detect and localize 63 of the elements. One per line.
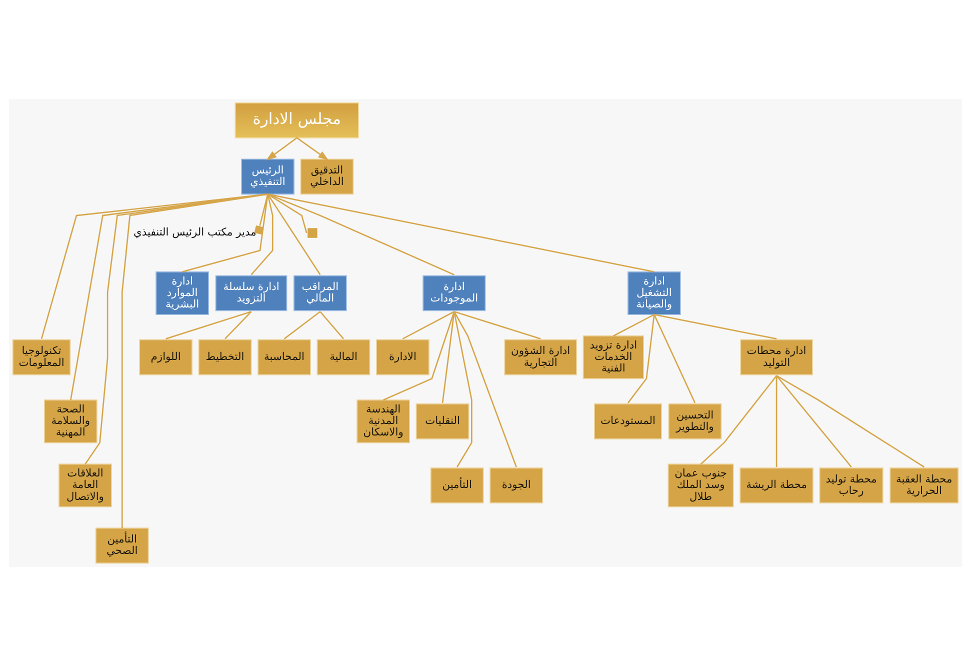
connector — [121, 193, 268, 528]
connector — [654, 314, 696, 404]
node-box — [308, 228, 318, 238]
connector — [250, 194, 274, 276]
node-box: الجودة — [490, 467, 544, 504]
node-box: ادارة التشغيل والصيانة — [628, 271, 681, 316]
node-box: المراقب المالي — [294, 275, 347, 312]
node-box: التدقيق الداخلي — [300, 158, 354, 195]
connector — [70, 193, 268, 400]
connector — [700, 375, 778, 465]
connector — [776, 375, 924, 468]
connector — [268, 194, 454, 276]
connector — [613, 314, 655, 337]
connector — [454, 311, 517, 468]
node-box: ادارة سلسلة التزويد — [215, 275, 288, 312]
node-box: اللوازم — [139, 339, 193, 376]
connector — [84, 193, 268, 464]
node-text: مدير مكتب الرئيس التنفيذي — [134, 226, 256, 239]
connector — [40, 193, 268, 340]
connector — [776, 375, 852, 468]
node-box: ادارة محطات التوليد — [740, 339, 813, 376]
node-box: الهندسة المدنية والاسكان — [356, 400, 410, 444]
connector — [627, 314, 655, 404]
connector — [267, 194, 321, 276]
node-box: ادارة الشؤون التجارية — [504, 339, 577, 376]
node-box: ادارة الموجودات — [422, 275, 486, 312]
connector — [224, 311, 252, 340]
node-box: العلاقات العامة والاتصال — [58, 464, 112, 508]
node-box: المحاسبة — [258, 339, 311, 376]
connector — [182, 194, 268, 272]
node-box: ادارة تزويد الخدمات الفنية — [582, 335, 644, 380]
node-box: جنوب عمان وسد الملك طلال — [668, 464, 734, 508]
node-box: التأمين الصحي — [95, 528, 149, 564]
connector — [402, 311, 454, 340]
connector — [654, 314, 777, 340]
connector — [254, 194, 268, 235]
connector — [383, 311, 455, 401]
node-box: الصحة والسلامة المهنية — [44, 400, 98, 444]
node-box: التخطيط — [198, 339, 252, 376]
connector — [166, 311, 252, 340]
connector — [320, 311, 344, 340]
connector — [442, 312, 455, 403]
connector — [454, 312, 472, 468]
node-box: الرئيس التنفيذي — [241, 158, 294, 195]
node-box: محطة العقبة الحرارية — [890, 467, 959, 504]
arrow — [296, 137, 329, 160]
node-box: محطة توليد رحاب — [819, 467, 884, 504]
connector — [454, 311, 541, 340]
connector — [284, 311, 321, 340]
node-box: المالية — [316, 339, 370, 376]
node-box: الادارة — [376, 339, 430, 376]
node-box: مجلس الادارة — [234, 102, 360, 138]
node-box: محطة الريشة — [740, 467, 814, 504]
node-box: التأمين — [430, 467, 484, 504]
node-box: تكنولوجيا المعلومات — [12, 339, 71, 376]
arrow — [266, 137, 298, 160]
node-box: النقليات — [416, 403, 470, 440]
connector — [267, 194, 308, 234]
node-box: ادارة الموارد البشرية — [156, 271, 210, 316]
connector — [268, 193, 654, 272]
connector — [776, 376, 778, 467]
node-box: التحسين والتطوير — [668, 403, 722, 440]
node-box: المستودعات — [594, 403, 662, 440]
